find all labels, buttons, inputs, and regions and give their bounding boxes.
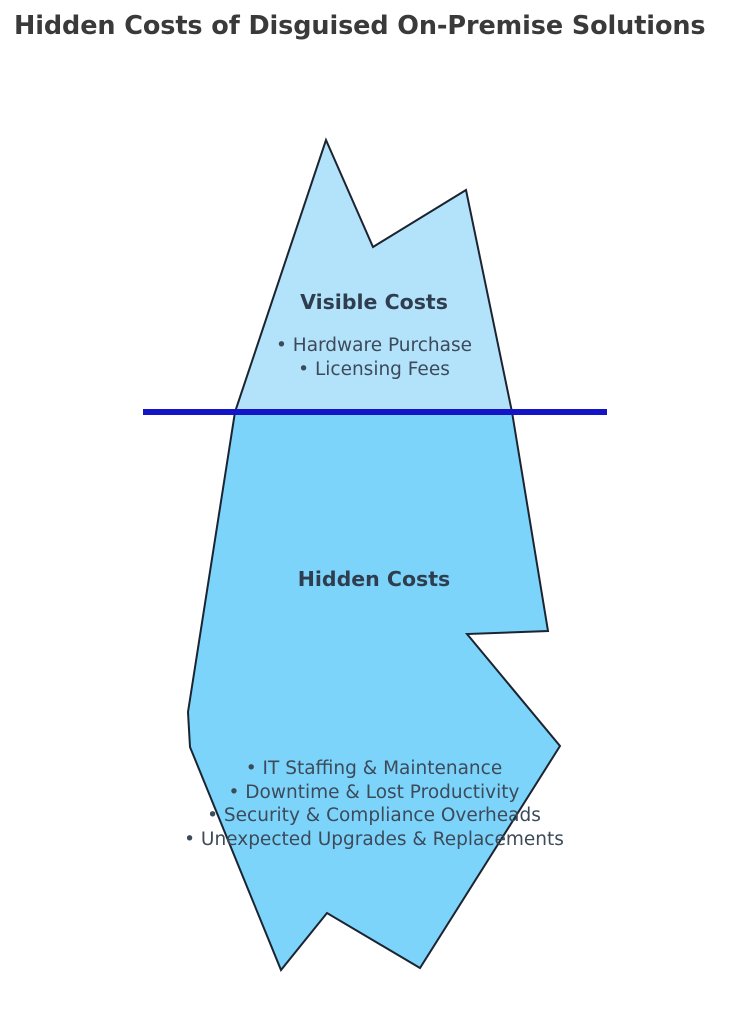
iceberg-above-water-fill	[235, 140, 512, 412]
iceberg-below-water-fill	[188, 412, 560, 970]
iceberg-body	[186, 137, 562, 972]
page-title: Hidden Costs of Disguised On-Premise Sol…	[14, 11, 706, 41]
iceberg-outline	[186, 137, 562, 972]
